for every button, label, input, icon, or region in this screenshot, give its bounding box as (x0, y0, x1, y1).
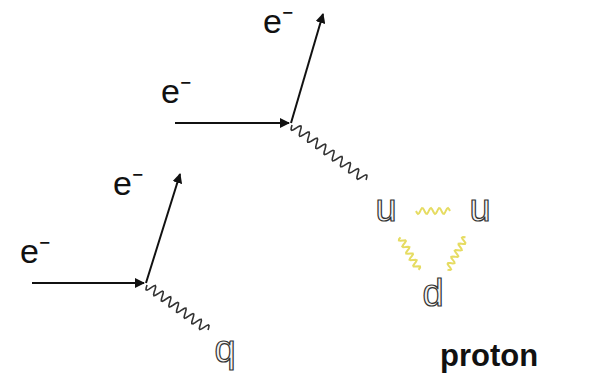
outgoing-electron (146, 174, 180, 283)
gluon-line (416, 208, 450, 214)
photon-line (146, 285, 209, 330)
photon-line (291, 125, 367, 180)
quark-ball: u (357, 182, 415, 240)
quark-letter-box: q (195, 322, 255, 381)
circle-outline (348, 180, 523, 355)
particle-label: e⁻ (113, 166, 143, 200)
proton-circle: protonuud (348, 180, 523, 355)
quark-ball: u (451, 182, 509, 240)
quark-letter-box: u (357, 182, 415, 240)
quark-letter: u (469, 189, 490, 227)
particle-label: e⁻ (20, 234, 50, 268)
outgoing-electron (291, 14, 323, 123)
gluon-line (448, 237, 466, 270)
quark-letter: q (214, 330, 235, 368)
quark-ball: q (195, 322, 255, 381)
quark-letter: d (422, 274, 443, 312)
quark-ball: d (404, 267, 462, 325)
incoming-electron (32, 282, 144, 284)
particle-label: e⁻ (263, 4, 293, 38)
quark-letter-box: d (404, 267, 462, 325)
particle-name: proton (440, 338, 538, 374)
gluon-line (399, 237, 420, 269)
quark-letter-box: u (451, 182, 509, 240)
quark-letter: u (375, 189, 396, 227)
particle-label: e⁻ (161, 74, 191, 108)
incoming-electron (175, 122, 289, 124)
